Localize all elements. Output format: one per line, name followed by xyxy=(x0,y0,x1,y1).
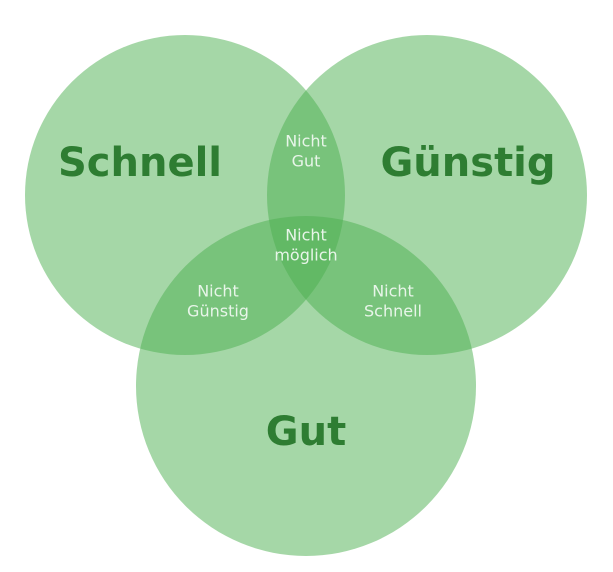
region-not-fast-line1: Nicht xyxy=(372,282,414,301)
region-not-good-line1: Nicht xyxy=(285,132,327,151)
region-not-possible-line1: Nicht xyxy=(285,226,327,245)
region-not-cheap-line1: Nicht xyxy=(197,282,239,301)
circle-gut xyxy=(136,216,476,556)
label-guenstig: Günstig xyxy=(380,140,555,186)
region-not-possible-line2: möglich xyxy=(274,246,337,265)
region-not-cheap-line2: Günstig xyxy=(187,302,249,321)
label-gut: Gut xyxy=(266,409,346,455)
region-not-fast-line2: Schnell xyxy=(364,302,422,321)
region-not-good-line2: Gut xyxy=(292,152,321,171)
label-schnell: Schnell xyxy=(58,140,222,186)
